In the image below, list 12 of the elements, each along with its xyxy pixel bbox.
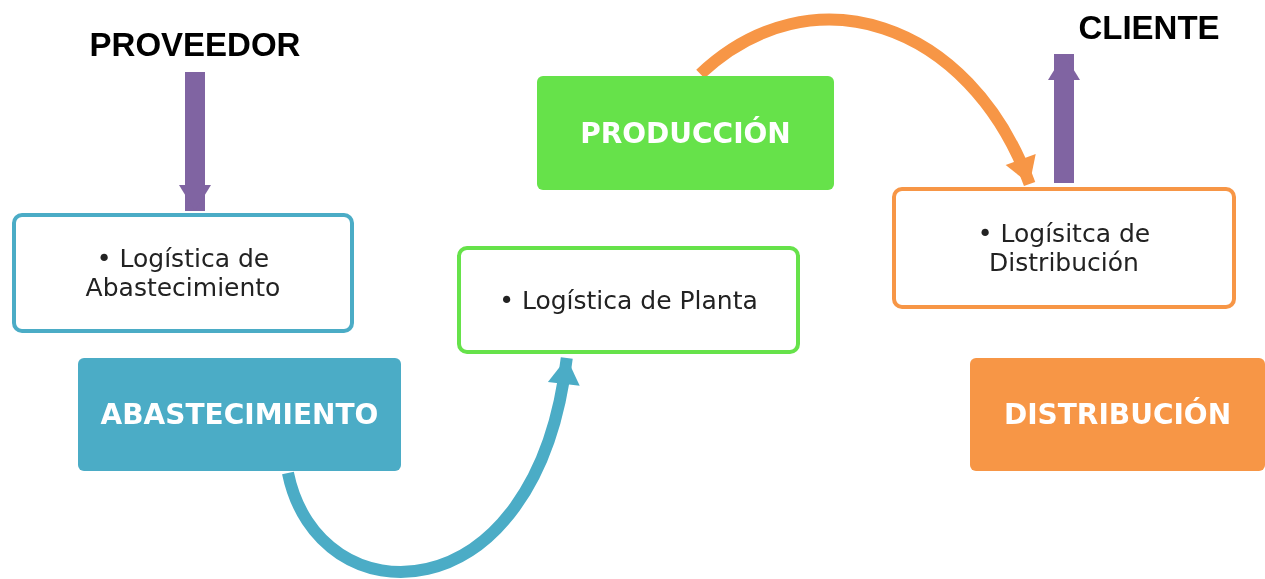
arrow	[282, 356, 578, 578]
process-box: • Logísitca de Distribución	[892, 187, 1236, 309]
stage-box: ABASTECIMIENTO	[78, 358, 401, 471]
process-box: • Logística de Planta	[457, 246, 800, 354]
stage-box: DISTRIBUCIÓN	[970, 358, 1265, 471]
process-box: • Logística de Abastecimiento	[12, 213, 354, 333]
label-text: PROVEEDOR	[89, 26, 301, 64]
arrow	[179, 72, 211, 211]
label-text: CLIENTE	[1078, 9, 1220, 47]
arrow	[1048, 54, 1080, 183]
arrow	[696, 13, 1036, 187]
stage-box: PRODUCCIÓN	[537, 76, 834, 190]
